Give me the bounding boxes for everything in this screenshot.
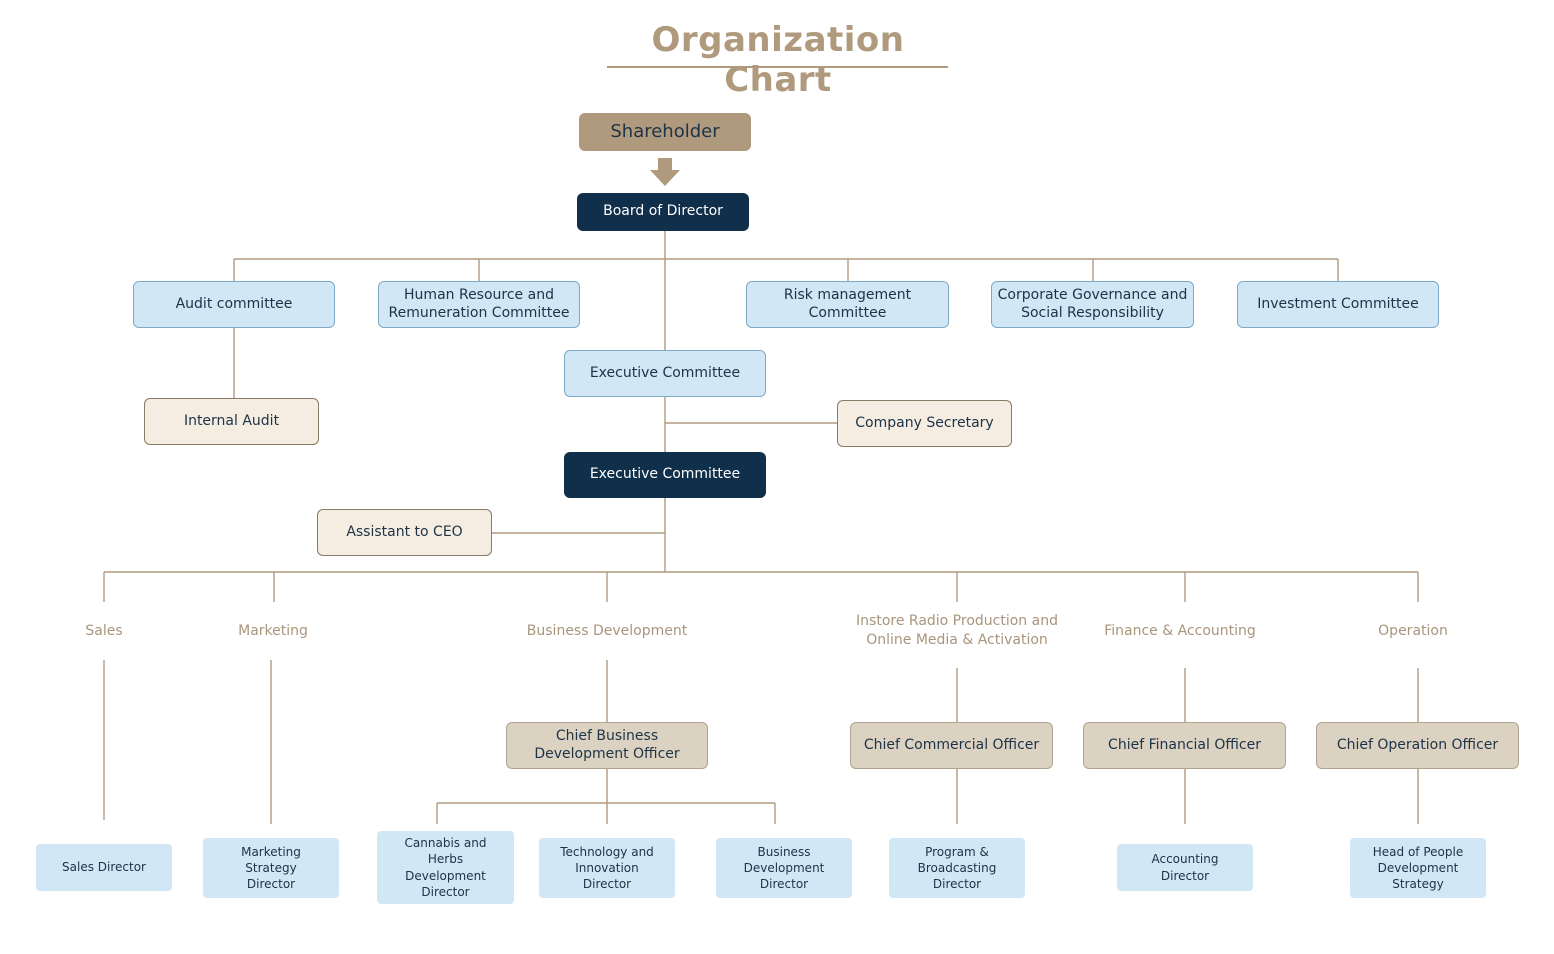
chief-operation-officer-box: Chief Operation Officer (1316, 722, 1519, 769)
dept-bizdev-label: Business Development (526, 623, 688, 639)
board-of-director-box: Board of Director (577, 193, 749, 231)
head-people-development-box: Head of People Development Strategy (1350, 838, 1486, 898)
business-development-director-box: Business Development Director (716, 838, 852, 898)
shareholder-box: Shareholder (579, 113, 751, 151)
hr-committee-box: Human Resource and Remuneration Committe… (378, 281, 580, 328)
risk-committee-box: Risk management Committee (746, 281, 949, 328)
company-secretary-box: Company Secretary (837, 400, 1012, 447)
accounting-director-box: Accounting Director (1117, 844, 1253, 891)
chief-financial-officer-box: Chief Financial Officer (1083, 722, 1286, 769)
audit-committee-box: Audit committee (133, 281, 335, 328)
executive-committee-box: Executive Committee (564, 350, 766, 397)
executive-committee-ceo-box: Executive Committee (564, 452, 766, 498)
dept-finance-label: Finance & Accounting (1104, 623, 1256, 639)
arrow-down-icon (650, 158, 680, 186)
title-underline (607, 66, 948, 68)
chief-commercial-officer-box: Chief Commercial Officer (850, 722, 1053, 769)
dept-marketing-label: Marketing (238, 623, 308, 639)
page-title: Organization Chart (651, 20, 905, 100)
internal-audit-box: Internal Audit (144, 398, 319, 445)
assistant-to-ceo-box: Assistant to CEO (317, 509, 492, 556)
cg-committee-box: Corporate Governance and Social Responsi… (991, 281, 1194, 328)
chief-business-development-officer-box: Chief Business Development Officer (506, 722, 708, 769)
dept-instore-label: Instore Radio Production and Online Medi… (856, 613, 1058, 648)
marketing-strategy-director-box: Marketing Strategy Director (203, 838, 339, 898)
technology-innovation-director-box: Technology and Innovation Director (539, 838, 675, 898)
dept-sales-label: Sales (85, 623, 123, 639)
sales-director-box: Sales Director (36, 844, 172, 891)
cannabis-herbs-director-box: Cannabis and Herbs Development Director (377, 831, 514, 904)
dept-operation-label: Operation (1378, 623, 1448, 639)
program-broadcasting-director-box: Program & Broadcasting Director (889, 838, 1025, 898)
investment-committee-box: Investment Committee (1237, 281, 1439, 328)
